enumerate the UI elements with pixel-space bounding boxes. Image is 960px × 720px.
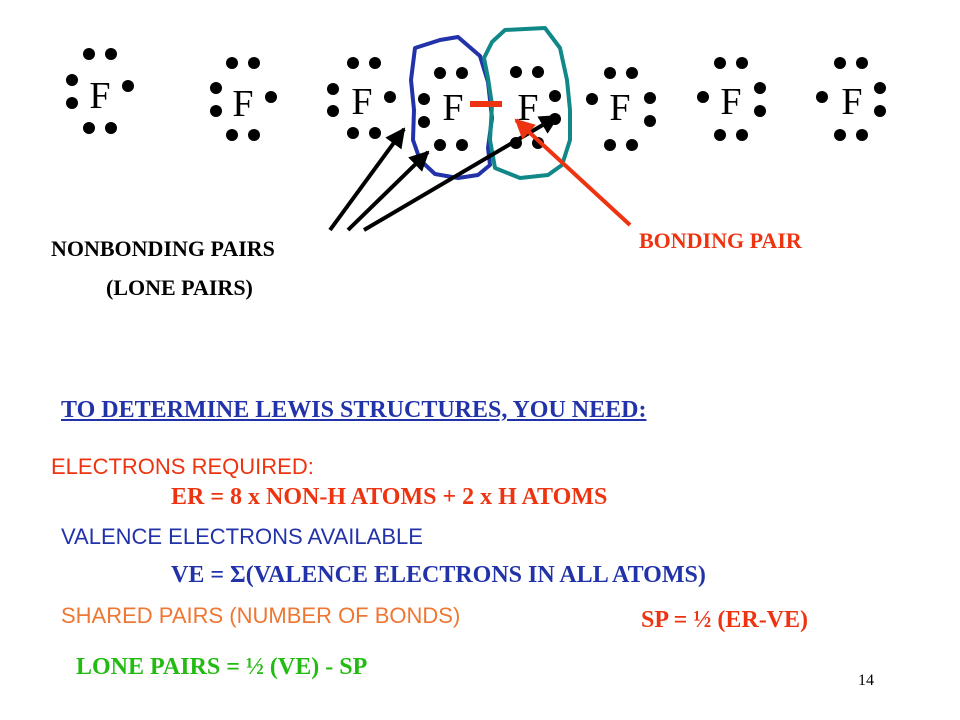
nonbonding-label: NONBONDING PAIRS bbox=[51, 236, 275, 262]
atom-symbol: F bbox=[351, 81, 372, 123]
blue-outline bbox=[409, 35, 494, 180]
lone-pairs-formula: LONE PAIRS = ½ (VE) - SP bbox=[76, 654, 368, 680]
electrons-required-label: ELECTRONS REQUIRED: bbox=[51, 454, 314, 479]
bonding-pair-arrow bbox=[514, 118, 632, 227]
fluorine-atom-6: F bbox=[586, 67, 656, 151]
fluorine-atom-2: F bbox=[210, 57, 277, 141]
lone-pair-arrow-1 bbox=[328, 127, 406, 232]
shared-pairs-label: SHARED PAIRS (NUMBER OF BONDS) bbox=[61, 603, 461, 628]
atom-symbol: F bbox=[720, 81, 741, 123]
shared-pairs-formula: SP = ½ (ER-VE) bbox=[641, 607, 809, 633]
bonding-pair-label: BONDING PAIR bbox=[639, 228, 802, 254]
nonbonding-label-line2: (LONE PAIRS) bbox=[106, 275, 253, 300]
fluorine-atom-1: F bbox=[66, 48, 134, 134]
teal-outline bbox=[482, 26, 572, 180]
electrons-required-formula: ER = 8 x NON-H ATOMS + 2 x H ATOMS bbox=[171, 484, 608, 510]
fluorine-atom-3: F bbox=[327, 57, 396, 139]
atom-symbol: F bbox=[89, 75, 110, 117]
lone-pairs-label: (LONE PAIRS) bbox=[106, 275, 253, 301]
fluorine-atom-8: F bbox=[816, 57, 886, 141]
atom-symbol: F bbox=[442, 87, 463, 129]
section-heading: TO DETERMINE LEWIS STRUCTURES, YOU NEED: bbox=[61, 397, 646, 424]
atom-symbol: F bbox=[517, 87, 538, 129]
valence-electrons-formula: VE = Σ(VALENCE ELECTRONS IN ALL ATOMS) bbox=[171, 562, 706, 588]
atom-symbol: F bbox=[232, 83, 253, 125]
valence-electrons-label: VALENCE ELECTRONS AVAILABLE bbox=[61, 524, 423, 549]
fluorine-atom-4: F bbox=[418, 67, 468, 151]
atom-symbol: F bbox=[609, 87, 630, 129]
lone-pair-arrow-2 bbox=[346, 150, 430, 232]
atom-symbol: F bbox=[841, 81, 862, 123]
bonding-pair-text: BONDING PAIR bbox=[639, 228, 802, 253]
page-number: 14 bbox=[858, 672, 874, 689]
fluorine-atom-7: F bbox=[697, 57, 766, 141]
section-heading-text: TO DETERMINE LEWIS STRUCTURES, YOU NEED: bbox=[61, 397, 647, 423]
nonbonding-label-line1: NONBONDING PAIRS bbox=[51, 236, 275, 261]
